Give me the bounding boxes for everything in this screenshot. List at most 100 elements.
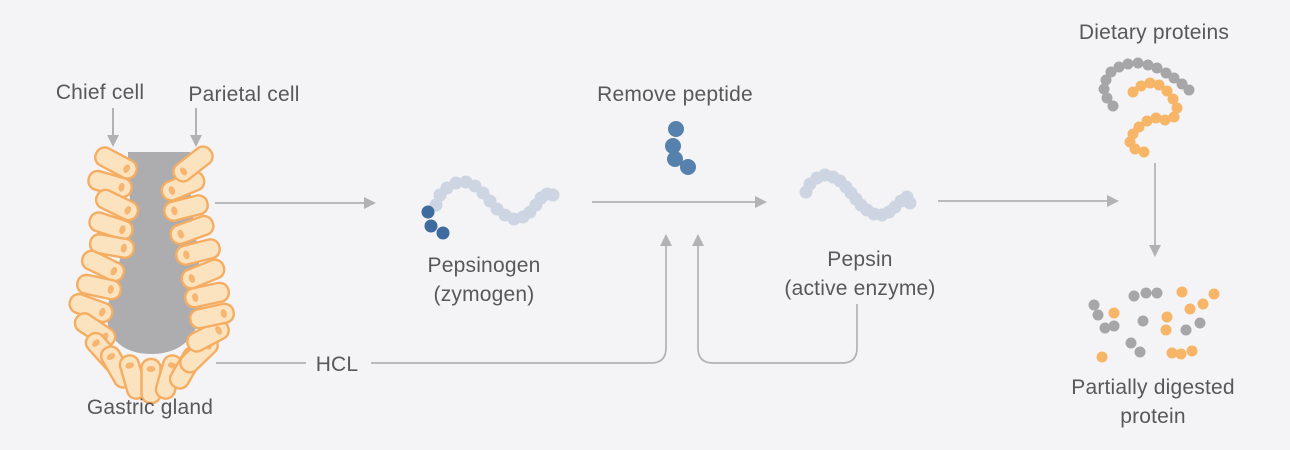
molecule-dot	[449, 176, 463, 190]
molecule-dot	[1175, 348, 1187, 360]
gland-cell-nucleus	[188, 274, 196, 283]
digested-protein-gray-dots	[1088, 287, 1206, 358]
gland-cell-nucleus	[183, 250, 190, 260]
pepsinogen-molecule	[429, 175, 560, 226]
molecule-dot	[1150, 112, 1162, 124]
digested-protein-orange-dots	[1096, 286, 1220, 363]
gland-cells	[68, 145, 236, 405]
molecule-dot	[1096, 351, 1108, 363]
molecule-dot	[1108, 320, 1120, 332]
molecule-dot	[1105, 66, 1117, 78]
molecule-dot	[1108, 307, 1120, 319]
pepsinogen-label-line2: (zymogen)	[433, 283, 535, 306]
gland-cell-nucleus	[177, 229, 184, 239]
molecule-dot	[668, 121, 684, 137]
dietary-proteins-label: Dietary proteins	[1078, 21, 1230, 44]
molecule-dot	[1167, 93, 1179, 105]
molecule-dot	[1135, 80, 1147, 92]
molecule-dot	[1140, 287, 1152, 299]
pepsin-molecule	[799, 168, 917, 222]
molecule-dot	[1166, 347, 1178, 359]
molecule-dot	[1125, 337, 1137, 349]
gland-cell-nucleus	[220, 309, 227, 318]
molecule-dot	[1208, 288, 1220, 300]
molecule-dot	[1107, 100, 1119, 112]
molecule-dot	[1137, 315, 1149, 327]
gland-cell-nucleus	[171, 206, 178, 216]
molecule-dot	[1197, 298, 1209, 310]
gland-cell-nucleus	[215, 326, 222, 335]
molecule-dot	[1183, 84, 1195, 96]
gland-cell	[88, 233, 136, 259]
dietary-protein-orange-chain	[1124, 77, 1183, 158]
molecule-dot	[1127, 86, 1139, 98]
molecule-dot	[1160, 324, 1172, 336]
molecule-dot	[1168, 111, 1180, 123]
gland-cell	[94, 188, 140, 222]
remove-peptide-label: Remove peptide	[597, 83, 753, 106]
gland-cell-nucleus	[110, 267, 118, 276]
gland-cell	[183, 281, 231, 309]
gland-cell	[163, 194, 209, 222]
dietary-protein-gray-chain	[1098, 57, 1195, 112]
molecule-dot	[1186, 345, 1198, 357]
gland-cell-nucleus	[119, 225, 126, 235]
molecule-dot	[1159, 114, 1171, 126]
gland-cell	[94, 146, 138, 180]
molecule-dot	[1098, 83, 1110, 95]
molecule-dot	[1161, 311, 1173, 323]
gland-cell-nucleus	[124, 206, 132, 215]
molecule-dot	[546, 188, 560, 202]
molecule-dot	[1180, 324, 1192, 336]
molecule-dot	[1088, 299, 1100, 311]
molecule-dot	[1129, 143, 1141, 155]
molecule-dot	[1168, 72, 1180, 84]
gland-cell-nucleus	[168, 186, 176, 195]
molecule-dot	[1128, 290, 1140, 302]
molecule-dot	[1101, 92, 1113, 104]
molecule-dot	[436, 226, 450, 240]
hcl-activation-arrow	[371, 234, 672, 364]
removed-peptide-molecule	[665, 121, 696, 175]
molecule-dot	[1141, 115, 1153, 127]
gland-cell	[118, 354, 148, 400]
molecule-dot	[680, 159, 696, 175]
gland-cell-nucleus	[107, 285, 114, 294]
molecule-dot	[1153, 79, 1165, 91]
molecule-dot	[1134, 346, 1146, 358]
molecule-dot	[665, 138, 681, 154]
gland-cell	[75, 273, 123, 301]
gland-cell-nucleus	[179, 167, 188, 176]
pepsin-feedback-arrow	[692, 234, 858, 364]
molecule-dot	[1122, 58, 1134, 70]
partially-digested-label-line2: protein	[1120, 405, 1186, 428]
gland-cell	[175, 238, 221, 266]
molecule-dot	[1176, 286, 1188, 298]
pepsinogen-peptide-segment	[421, 205, 450, 240]
molecule-dot	[1171, 102, 1183, 114]
gastric-gland-illustration	[68, 145, 236, 405]
gland-cell-nucleus	[92, 339, 100, 347]
pepsinogen-label: Pepsinogen (zymogen)	[428, 251, 541, 309]
chief-cell-label: Chief cell	[55, 81, 145, 104]
molecule-dot	[1194, 317, 1206, 329]
gland-cell-nucleus	[192, 293, 199, 302]
gland-cell	[188, 302, 236, 330]
molecule-dot	[1138, 146, 1150, 158]
molecule-dot	[1092, 309, 1104, 321]
gland-cell-nucleus	[146, 366, 156, 372]
molecule-dot	[424, 219, 438, 233]
partially-digested-label: Partially digested protein	[1071, 373, 1235, 431]
gland-cell	[80, 249, 126, 283]
molecule-dot	[1099, 322, 1111, 334]
gland-cell	[172, 145, 214, 183]
gastric-gland-label: Gastric gland	[86, 396, 214, 419]
molecule-dot	[1184, 303, 1196, 315]
molecule-dot	[1113, 61, 1125, 73]
gland-cell	[169, 214, 215, 246]
parietal-cell-label: Parietal cell	[188, 83, 300, 106]
molecule-dot	[421, 205, 435, 219]
molecule-dot	[1142, 59, 1154, 71]
gland-cell-nucleus	[118, 182, 125, 192]
